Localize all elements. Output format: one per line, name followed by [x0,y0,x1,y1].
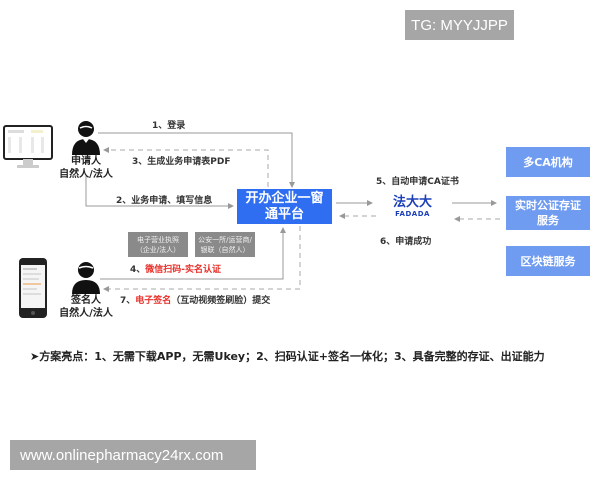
applicant-label: 申请人 自然人/法人 [59,156,113,180]
solution-highlights: ➤方案亮点：1、无需下载APP，无需Ukey；2、扫码认证+签名一体化；3、具备… [30,350,545,363]
step-7-label: 7、电子签名（互动视频签刷脸）提交 [120,296,271,306]
step-3-label: 3、生成业务申请表PDF [132,157,231,167]
signer-label: 签名人 自然人/法人 [59,295,113,319]
watermark-top: TG: MYYJJPP [405,10,514,40]
service-box-multi-ca: 多CA机构 [506,147,590,177]
auth-box-identity: 公安一所/运营商/ 银联（自然人） [195,232,255,257]
signer-person-icon [70,260,102,294]
desktop-monitor-icon [3,125,53,170]
mobile-phone-icon [18,257,48,319]
step-4-label: 4、微信扫码-实名认证 [130,265,222,275]
service-box-blockchain: 区块链服务 [506,246,590,276]
service-box-notary: 实时公证存证 服务 [506,196,590,230]
platform-box: 开办企业一窗 通平台 [237,189,332,224]
applicant-person-icon [70,119,102,155]
auth-box-business-license: 电子营业执照 （企业/法人） [128,232,188,257]
step-1-label: 1、登录 [152,121,186,131]
step-5-label: 5、自动申请CA证书 [376,177,459,187]
step-2-label: 2、业务申请、填写信息 [116,196,213,206]
step-6-label: 6、申请成功 [380,237,432,247]
watermark-bottom: www.onlinepharmacy24rx.com [10,440,256,470]
fadada-logo: 法大大 FADADA [393,195,433,219]
